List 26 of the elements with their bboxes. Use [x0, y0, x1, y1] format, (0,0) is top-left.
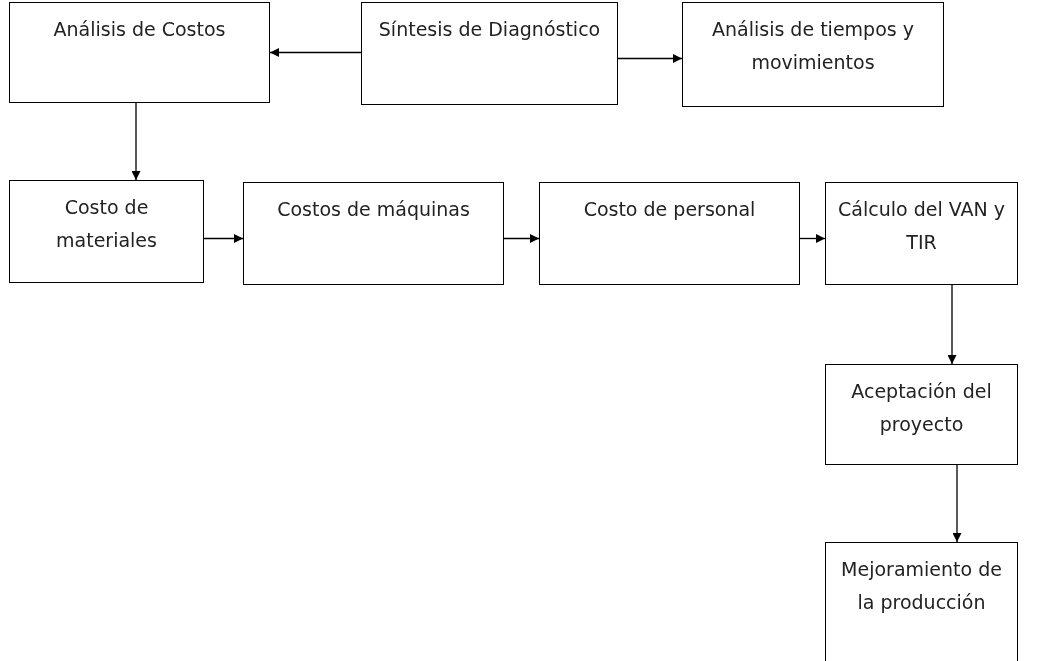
process-box: [9, 2, 270, 103]
process-box: [243, 182, 504, 285]
process-box: [825, 364, 1018, 465]
process-box: [825, 182, 1018, 285]
arrow: [269, 48, 362, 57]
box-label: Costo de personal: [583, 197, 756, 222]
box-label: Mejoramiento de la producción: [840, 557, 1003, 615]
arrow: [203, 234, 244, 243]
box-label: Cálculo del VAN y TIR: [837, 197, 1006, 255]
box-label: Aceptación del proyecto: [850, 379, 993, 437]
box-label: Síntesis de Diagnóstico: [378, 17, 601, 42]
process-box: [361, 2, 618, 105]
process-box: [825, 542, 1018, 661]
arrow: [799, 234, 826, 243]
box-label: Análisis de Costos: [53, 17, 226, 42]
box-label: Costos de máquinas: [277, 197, 470, 222]
process-box: [682, 2, 944, 107]
arrow: [952, 464, 962, 543]
box-label: Costo de materiales: [55, 195, 158, 253]
arrow: [503, 234, 540, 243]
box-label: Análisis de tiempos y movimientos: [711, 17, 915, 75]
arrow: [947, 284, 957, 365]
process-box: [9, 180, 204, 283]
arrow: [131, 102, 141, 181]
process-box: [539, 182, 800, 285]
arrow: [617, 54, 683, 63]
